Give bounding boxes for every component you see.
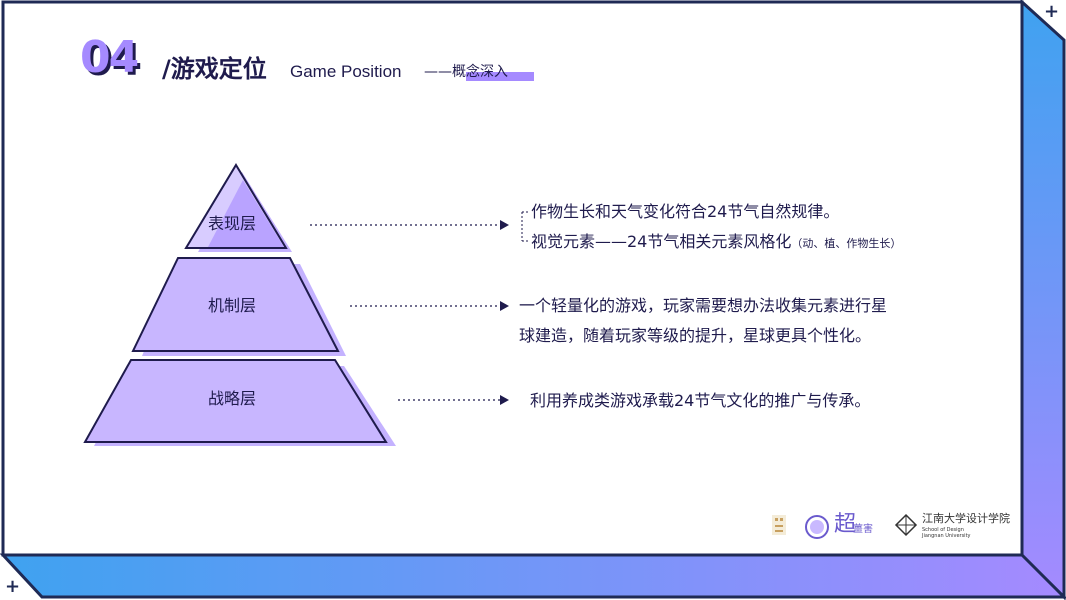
university-name-en-1: School of Design: [922, 527, 964, 533]
arrow-icon: [500, 220, 509, 230]
section-number: 04: [80, 32, 139, 83]
university-logo-icon: [894, 513, 918, 537]
logo-chao-text: 超: [834, 512, 857, 537]
subtitle-highlight: [466, 72, 534, 81]
layer-label-mechanism: 机制层: [207, 296, 256, 315]
university-name-en-2: Jiangnan University: [922, 533, 971, 539]
layer-label-strategy: 战略层: [207, 389, 256, 408]
seal-logo-icon: [772, 515, 786, 535]
pyramid-layer-bottom: [83, 359, 388, 443]
pyramid-layer-middle: [131, 257, 340, 352]
university-name-cn: 江南大学设计学院: [922, 512, 1010, 525]
desc-presentation-line2-main: 视觉元素——24节气相关元素风格化: [531, 232, 792, 251]
desc-presentation-line2: 视觉元素——24节气相关元素风格化（动、植、作物生长）: [531, 227, 901, 259]
plus-icon: +: [1044, 1, 1060, 22]
page-title: /游戏定位: [162, 55, 267, 83]
plus-icon: +: [5, 576, 21, 597]
page-title-english: Game Position: [290, 62, 402, 81]
desc-mechanism-line2: 球建造，随着玩家等级的提升，星球更具个性化。: [519, 326, 872, 345]
desc-presentation-line2-note: （动、植、作物生长）: [791, 237, 902, 250]
desc-presentation-line1: 作物生长和天气变化符合24节气自然规律。: [531, 202, 840, 221]
pyramid-layer-top-inner: [208, 180, 284, 247]
layer-label-presentation: 表现层: [207, 214, 256, 233]
logo-chao-subtext: 薑害: [853, 524, 873, 535]
arrow-icon: [500, 301, 509, 311]
desc-mechanism-line1: 一个轻量化的游戏，玩家需要想办法收集元素进行星: [519, 296, 888, 315]
page-subtitle: ——概念深入: [424, 64, 508, 80]
desc-strategy-line1: 利用养成类游戏承载24节气文化的推广与传承。: [530, 391, 871, 410]
circle-logo-icon: [805, 515, 829, 539]
arrow-icon: [500, 395, 509, 405]
